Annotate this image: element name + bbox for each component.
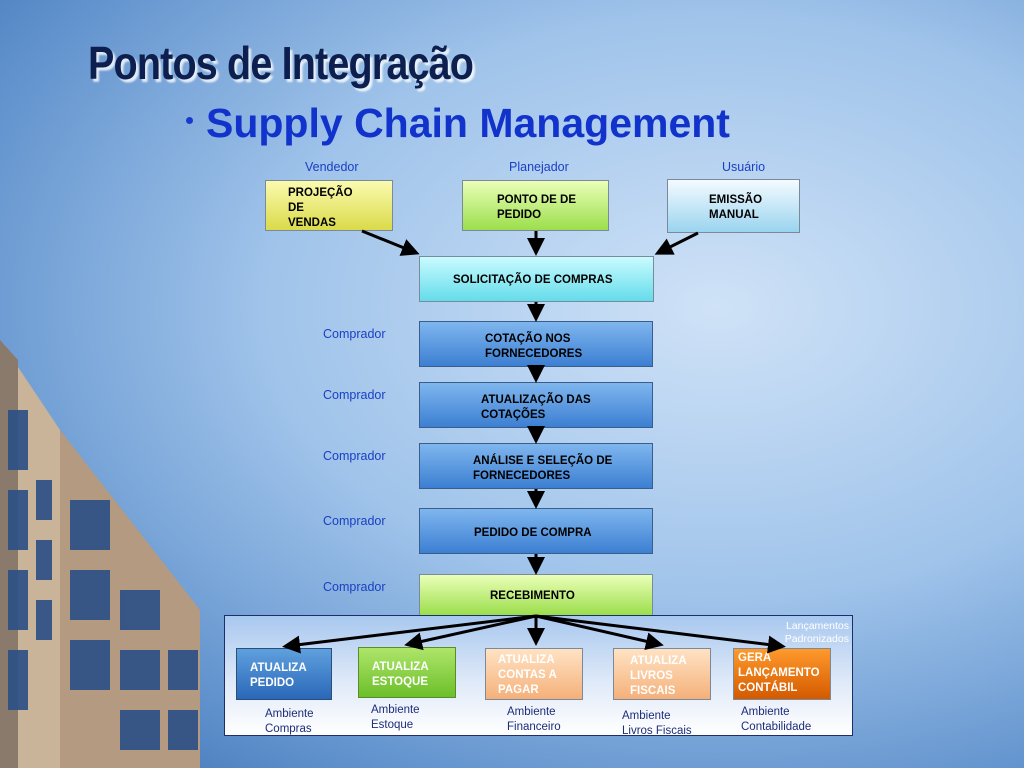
role-vendedor: Vendedor: [305, 160, 359, 174]
env-contabilidade: Ambiente Contabilidade: [741, 706, 812, 733]
box-ponto-pedido: PONTO DE DE PEDIDO: [462, 180, 609, 231]
env-financeiro: Ambiente Financeiro: [507, 706, 561, 733]
box-atualiza-contas-pagar: ATUALIZA CONTAS A PAGAR: [485, 648, 583, 700]
role-comprador-4: Comprador: [323, 514, 386, 528]
slide-title: Pontos de Integração: [88, 37, 474, 89]
building-image: [0, 340, 200, 768]
box-emissao-manual: EMISSÃO MANUAL: [667, 179, 800, 233]
box-projecao-vendas: PROJEÇÃO DE VENDAS: [265, 180, 393, 231]
box-gera-lancamento: GERA LANÇAMENTO CONTÁBIL: [733, 648, 831, 700]
role-planejador: Planejador: [509, 160, 569, 174]
env-estoque: Ambiente Estoque: [371, 704, 420, 731]
box-cotacao-fornecedores: COTAÇÃO NOS FORNECEDORES: [419, 321, 653, 367]
box-solicitacao-compras: SOLICITAÇÃO DE COMPRAS: [419, 256, 654, 302]
box-recebimento: RECEBIMENTO: [419, 574, 653, 616]
role-comprador-1: Comprador: [323, 327, 386, 341]
box-atualiza-pedido: ATUALIZA PEDIDO: [236, 648, 332, 700]
role-comprador-3: Comprador: [323, 449, 386, 463]
role-usuario: Usuário: [722, 160, 766, 174]
box-atualiza-estoque: ATUALIZA ESTOQUE: [358, 647, 456, 698]
role-comprador-5: Comprador: [323, 580, 386, 594]
slide-subtitle: Supply Chain Management: [206, 100, 730, 146]
role-comprador-2: Comprador: [323, 388, 386, 402]
box-analise-selecao: ANÁLISE E SELEÇÃO DE FORNECEDORES: [419, 443, 653, 489]
box-atualizacao-cotacoes: ATUALIZAÇÃO DAS COTAÇÕES: [419, 382, 653, 428]
lancamentos-label: Lançamentos Padronizados: [784, 620, 849, 645]
box-pedido-compra: PEDIDO DE COMPRA: [419, 508, 653, 554]
box-atualiza-livros-fiscais: ATUALIZA LIVROS FISCAIS: [613, 648, 711, 700]
bullet-icon: [186, 117, 193, 124]
env-livros-fiscais: Ambiente Livros Fiscais: [622, 710, 692, 735]
env-compras: Ambiente Compras: [265, 708, 314, 735]
